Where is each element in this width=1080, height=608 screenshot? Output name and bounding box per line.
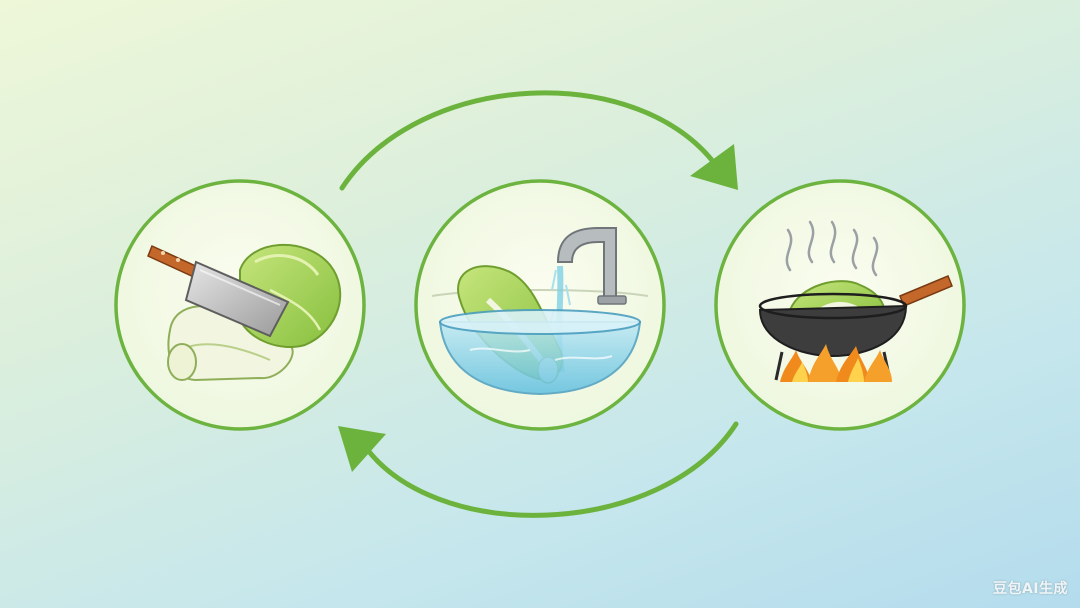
cabbage-stir-fry-icon: [758, 220, 953, 382]
watermark-label: 豆包AI生成: [992, 581, 1068, 597]
cycle-arrow-back-icon: [338, 421, 739, 518]
cycle-arrow-forward-icon: [339, 90, 738, 191]
step-washing: [414, 179, 666, 431]
cabbage-washing-icon: [431, 227, 649, 396]
step-stir-fry: [714, 179, 966, 431]
cabbage-cutting-icon: [147, 244, 342, 382]
step-cutting: [114, 179, 366, 431]
